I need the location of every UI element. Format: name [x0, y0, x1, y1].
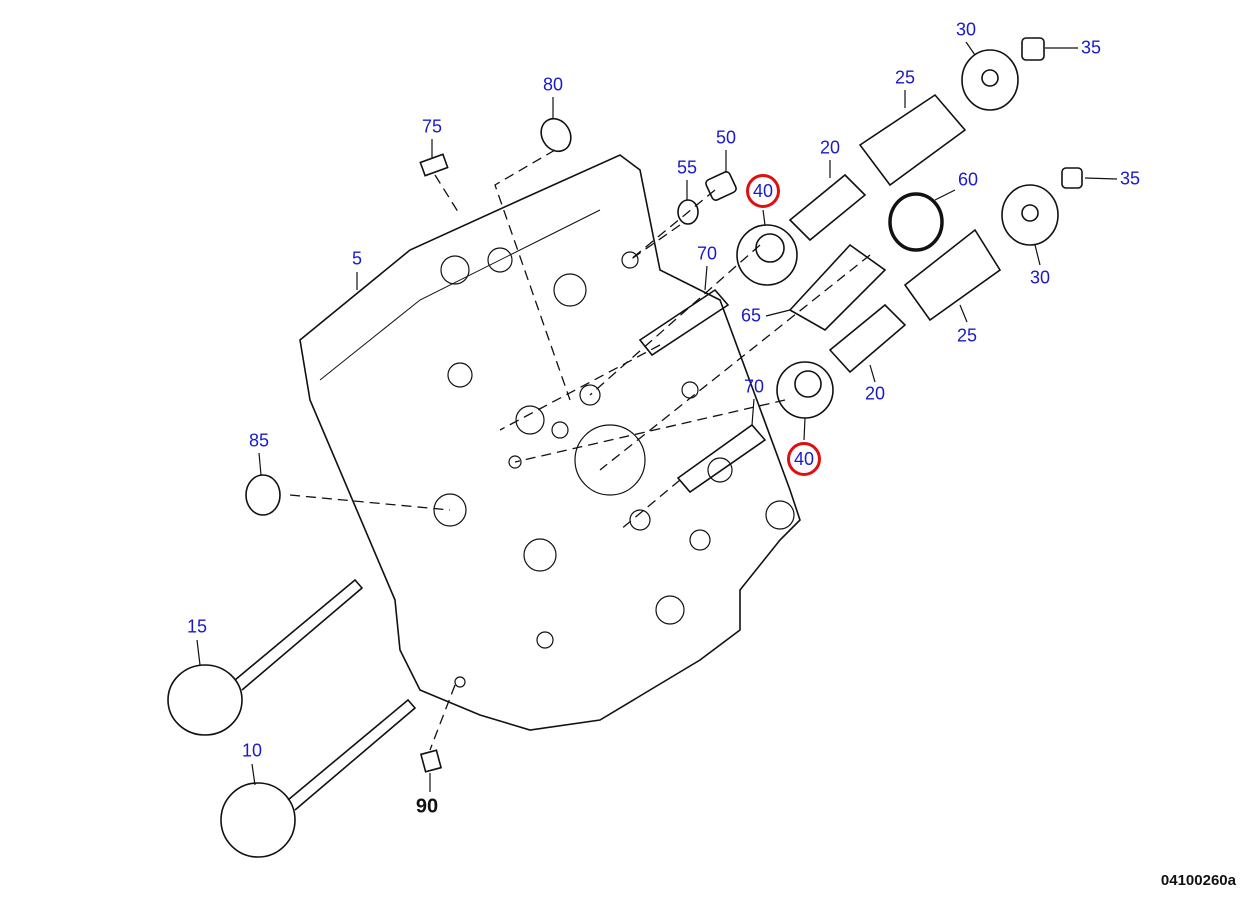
- label-50[interactable]: 50: [715, 127, 737, 148]
- part-20-upper: [788, 173, 867, 242]
- label-40-highlighted[interactable]: 40: [746, 174, 780, 208]
- part-25-upper: [858, 93, 967, 187]
- part-65: [788, 243, 887, 331]
- part-15-valve: [167, 578, 364, 736]
- part-30-upper: [961, 49, 1019, 111]
- label-20[interactable]: 20: [819, 137, 841, 158]
- label-10[interactable]: 10: [241, 740, 263, 761]
- label-35[interactable]: 35: [1080, 37, 1102, 58]
- cylinder-head-5: [299, 154, 801, 731]
- label-30[interactable]: 30: [1029, 267, 1051, 288]
- label-65[interactable]: 65: [740, 305, 762, 326]
- label-85[interactable]: 85: [248, 430, 270, 451]
- drawing-code: 04100260a: [1160, 872, 1236, 889]
- part-40-upper: [736, 224, 798, 286]
- label-25[interactable]: 25: [956, 325, 978, 346]
- part-70-lower: [676, 423, 767, 494]
- part-60: [888, 192, 944, 252]
- label-5[interactable]: 5: [351, 248, 363, 269]
- label-30[interactable]: 30: [955, 19, 977, 40]
- label-55[interactable]: 55: [676, 157, 698, 178]
- label-90[interactable]: 90: [415, 795, 439, 818]
- label-25[interactable]: 25: [894, 67, 916, 88]
- part-35-upper: [1021, 37, 1045, 61]
- part-50: [705, 171, 737, 201]
- part-10-valve: [220, 698, 417, 858]
- label-70[interactable]: 70: [696, 243, 718, 264]
- part-40-lower: [776, 361, 834, 419]
- part-55: [677, 199, 699, 225]
- part-20-lower: [828, 303, 907, 374]
- part-70-upper: [638, 288, 730, 357]
- part-30-lower: [1001, 184, 1059, 246]
- part-80: [540, 117, 572, 153]
- label-35[interactable]: 35: [1119, 168, 1141, 189]
- label-40-highlighted[interactable]: 40: [787, 442, 821, 476]
- label-60[interactable]: 60: [957, 169, 979, 190]
- label-75[interactable]: 75: [421, 116, 443, 137]
- part-85: [245, 474, 281, 516]
- part-35-lower: [1061, 167, 1083, 189]
- label-15[interactable]: 15: [186, 616, 208, 637]
- label-20[interactable]: 20: [864, 383, 886, 404]
- label-70[interactable]: 70: [743, 376, 765, 397]
- label-80[interactable]: 80: [542, 74, 564, 95]
- part-90: [419, 749, 443, 773]
- part-25-lower: [903, 228, 1002, 322]
- part-75: [419, 153, 449, 177]
